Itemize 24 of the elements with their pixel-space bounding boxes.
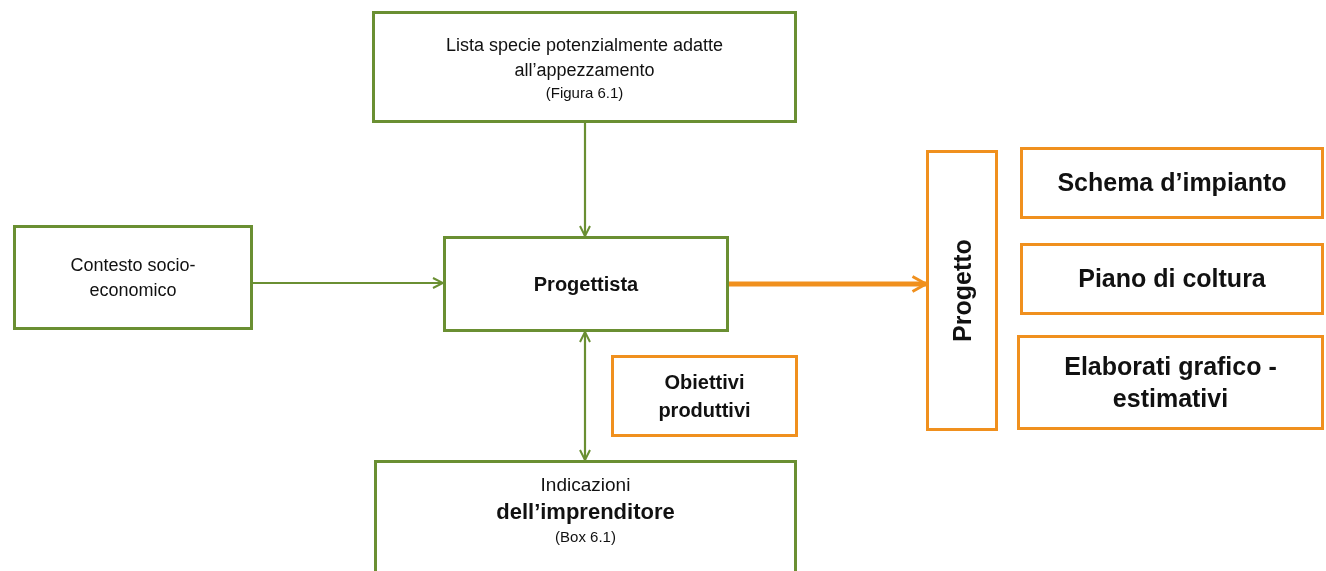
node-label: Contesto socio-economico [69,254,197,302]
process-box [443,236,729,332]
node-label: Piano di coltura [1078,263,1266,295]
input-box [374,460,797,571]
input-box [13,225,253,330]
reference-note: (Box 6.1) [555,528,616,546]
reference-note: (Figura 6.1) [545,83,624,101]
node-label: Indicazioni dell’imprenditore [495,473,676,526]
note-box [611,355,798,437]
output-item-box [1017,335,1324,430]
output-item-box [1020,243,1324,315]
output-item-box [1020,147,1324,219]
source-box [372,11,797,123]
node-label: Elaborati grafico - estimativi [1063,351,1278,414]
arrow [579,331,591,461]
node-label: Progettista [533,272,639,297]
arrow [729,275,928,293]
arrow [579,123,591,237]
node-label: Obiettivi produttivi [657,370,752,423]
output-box [926,150,998,431]
arrow [253,277,444,289]
node-label: Progetto [947,239,977,342]
node-label: Lista specie potenzialmente adatte all’appezzamento [444,34,725,82]
node-label: Schema d’impianto [1057,167,1287,199]
